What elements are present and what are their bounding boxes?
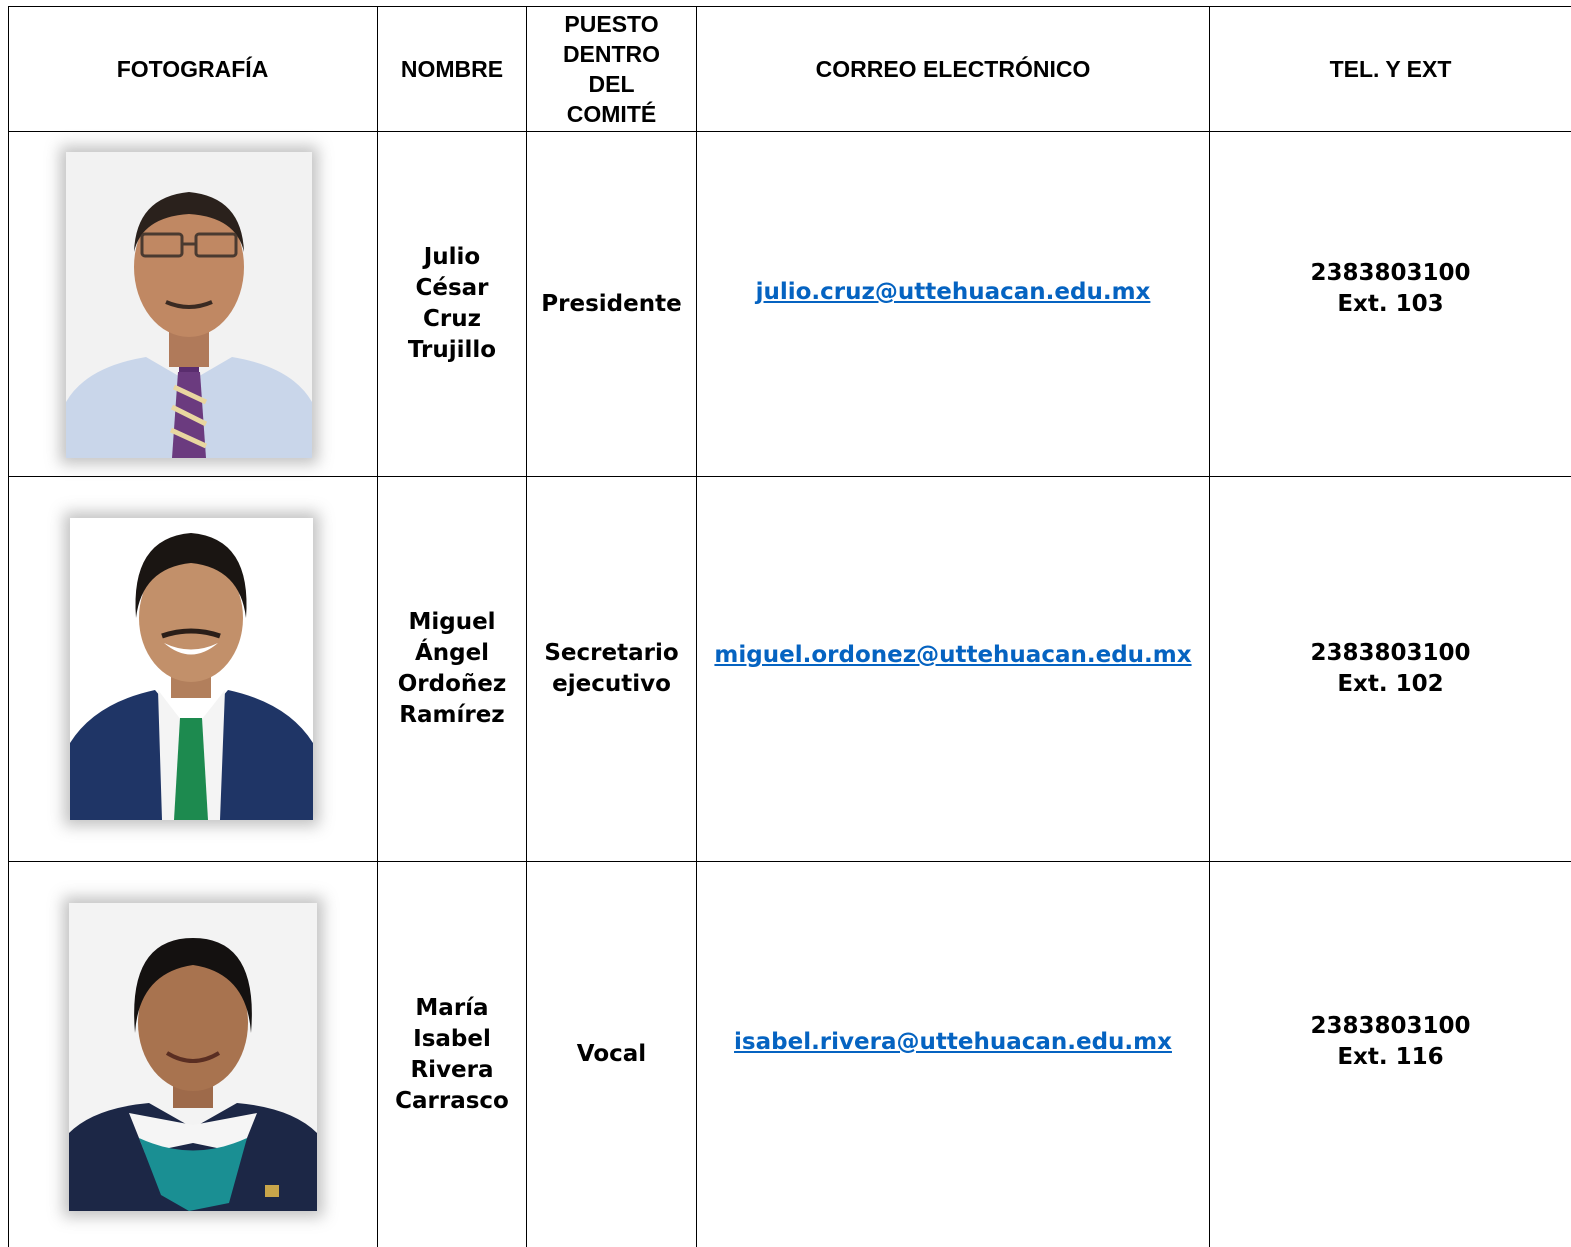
header-position: PUESTO DENTRO DEL COMITÉ <box>527 7 696 131</box>
member-name: Miguel Ángel Ordoñez Ramírez <box>378 477 526 861</box>
name-line: Isabel <box>413 1025 491 1052</box>
portrait-image <box>66 152 312 458</box>
name-line: Ordoñez <box>397 671 507 697</box>
phone-cell: 2383803100 Ext. 116 <box>1210 862 1571 1222</box>
row-border-2 <box>8 861 1571 862</box>
email-link[interactable]: isabel.rivera@uttehuacan.edu.mx <box>734 1029 1172 1055</box>
portrait-image <box>69 903 317 1211</box>
position-line: Presidente <box>541 290 682 317</box>
header-email: CORREO ELECTRÓNICO <box>815 56 1091 82</box>
email-cell: isabel.rivera@uttehuacan.edu.mx <box>697 862 1209 1222</box>
col-border-2 <box>526 6 527 1247</box>
position-line: ejecutivo <box>552 671 671 697</box>
header-position-line: DEL <box>588 71 635 97</box>
phone-number: 2383803100 <box>1310 1013 1471 1039</box>
phone-cell: 2383803100 Ext. 103 <box>1210 132 1571 476</box>
col-border-left <box>8 6 9 1247</box>
name-line: Miguel <box>408 609 496 635</box>
name-line: Ramírez <box>399 702 505 728</box>
portrait-image <box>70 518 313 820</box>
header-name: NOMBRE <box>400 56 504 82</box>
name-line: César <box>415 275 489 301</box>
name-line: Carrasco <box>395 1087 509 1114</box>
name-line: María <box>415 994 489 1021</box>
email-cell: julio.cruz@uttehuacan.edu.mx <box>697 132 1209 452</box>
member-photo <box>66 152 312 458</box>
header-position-line: DENTRO <box>562 41 661 67</box>
email-link[interactable]: julio.cruz@uttehuacan.edu.mx <box>755 279 1151 305</box>
email-link[interactable]: miguel.ordonez@uttehuacan.edu.mx <box>714 642 1192 668</box>
name-line: Ángel <box>414 640 490 666</box>
header-photo: FOTOGRAFÍA <box>116 56 269 82</box>
name-line: Trujillo <box>407 337 497 363</box>
member-position: Presidente <box>527 132 696 476</box>
phone-cell: 2383803100 Ext. 102 <box>1210 477 1571 861</box>
position-line: Secretario <box>544 640 679 666</box>
phone-ext: Ext. 116 <box>1337 1044 1444 1070</box>
row-border-1 <box>8 476 1571 477</box>
email-cell: miguel.ordonez@uttehuacan.edu.mx <box>697 477 1209 833</box>
row-border-top <box>8 6 1571 7</box>
header-position-line: PUESTO <box>564 11 659 37</box>
member-position: Vocal <box>527 862 696 1247</box>
member-photo <box>70 518 313 820</box>
member-photo <box>69 903 317 1211</box>
col-border-4 <box>1209 6 1210 1247</box>
col-border-1 <box>377 6 378 1247</box>
phone-number: 2383803100 <box>1310 260 1471 286</box>
member-name: María Isabel Rivera Carrasco <box>378 862 526 1247</box>
name-line: Cruz <box>423 306 481 332</box>
name-line: Rivera <box>410 1056 494 1083</box>
member-position: Secretario ejecutivo <box>527 477 696 861</box>
member-name: Julio César Cruz Trujillo <box>378 132 526 476</box>
phone-number: 2383803100 <box>1310 640 1471 666</box>
col-border-3 <box>696 6 697 1247</box>
position-line: Vocal <box>576 1041 647 1067</box>
row-border-header <box>8 131 1571 132</box>
header-position-line: COMITÉ <box>566 101 657 127</box>
name-line: Julio <box>423 244 481 270</box>
phone-ext: Ext. 102 <box>1337 671 1444 697</box>
phone-ext: Ext. 103 <box>1337 291 1444 317</box>
header-phone: TEL. Y EXT <box>1329 56 1452 82</box>
